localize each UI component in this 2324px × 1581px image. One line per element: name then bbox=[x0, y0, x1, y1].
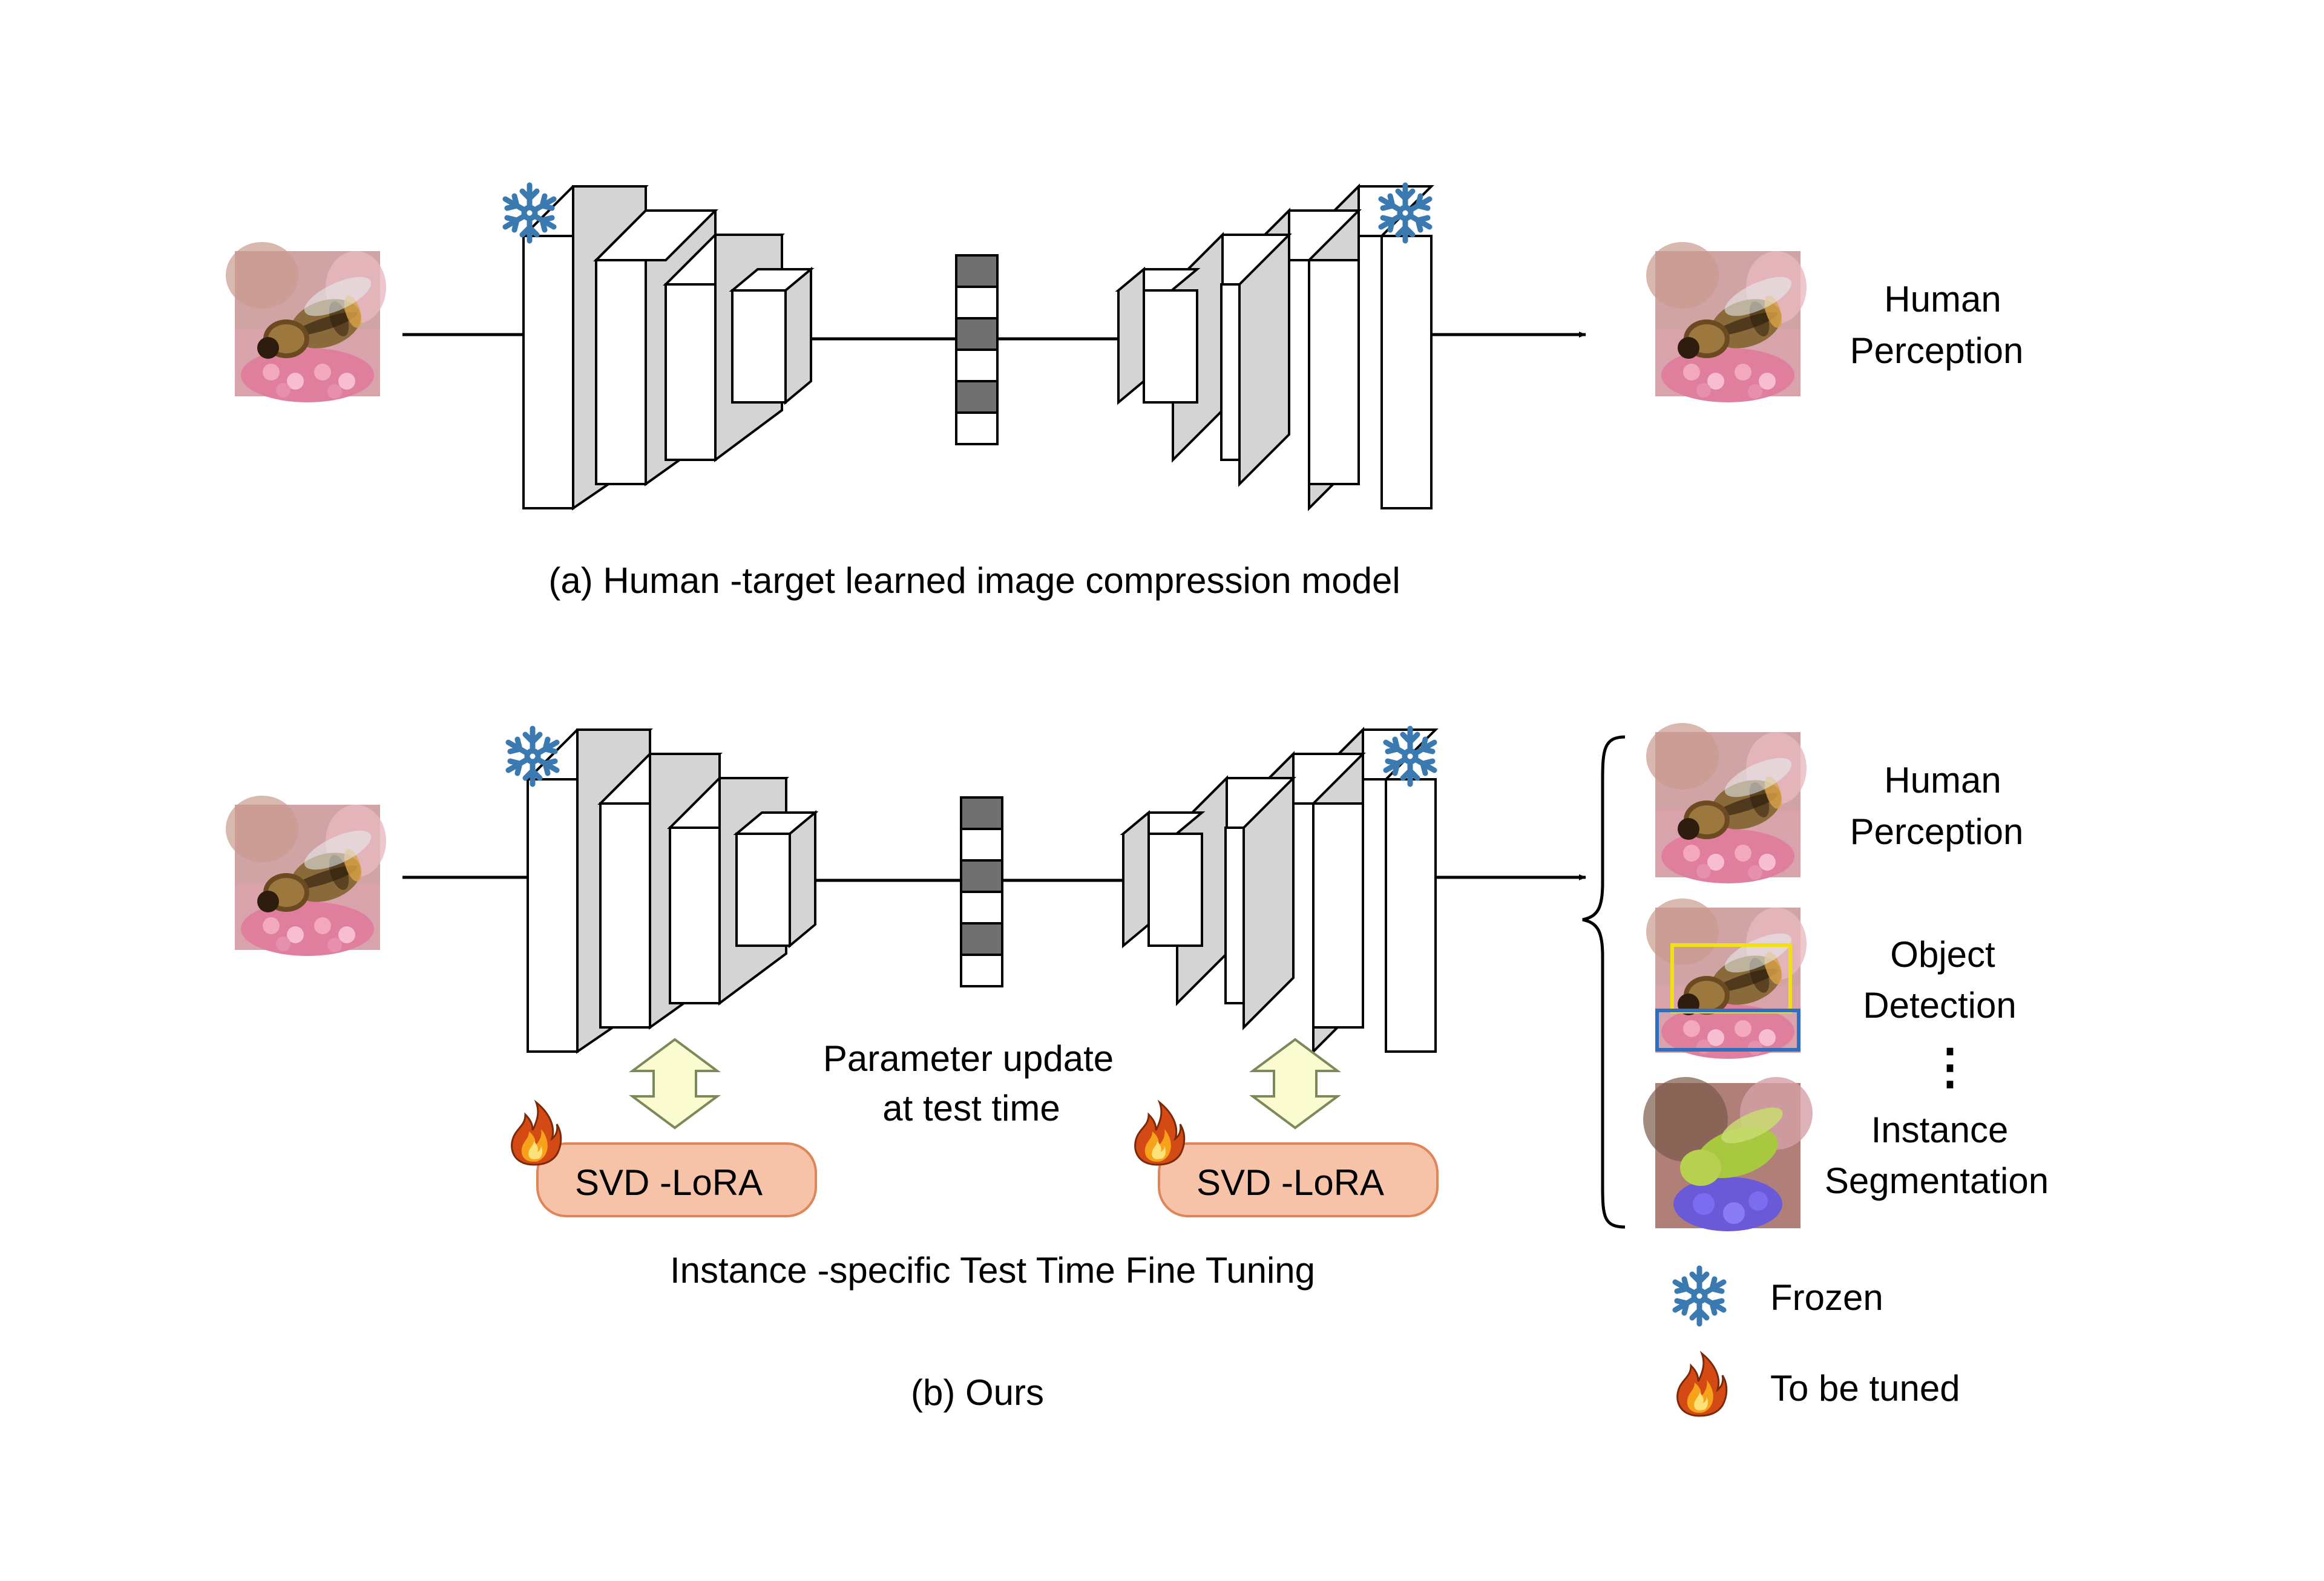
legend-tuned-label: To be tuned bbox=[1770, 1368, 1960, 1409]
encoder-block-4 bbox=[729, 266, 815, 405]
update-arrow-left bbox=[628, 1038, 721, 1130]
svd-lora-right-label: SVD -LoRA bbox=[1196, 1162, 1384, 1203]
legend-fire-icon bbox=[1676, 1352, 1728, 1417]
output-label-human-line1: Human bbox=[1884, 760, 2001, 800]
panel-b: Parameter update at test time SVD -LoRA … bbox=[226, 723, 2049, 1413]
output-image-human bbox=[1646, 723, 1807, 883]
output-image-detection bbox=[1646, 899, 1807, 1059]
latent-vector-b bbox=[960, 796, 1003, 987]
decoder-a bbox=[1115, 185, 1434, 511]
update-label-line2: at test time bbox=[882, 1088, 1060, 1128]
panel-a: Human Perception (a) Human -target learn… bbox=[226, 185, 2023, 601]
output-brace bbox=[1582, 735, 1626, 1229]
caption-a: (a) Human -target learned image compress… bbox=[548, 560, 1400, 601]
output-label-a-line1: Human bbox=[1884, 279, 2001, 319]
output-label-detection-line1: Object bbox=[1890, 934, 1995, 975]
output-label-segmentation-line2: Segmentation bbox=[1825, 1160, 2049, 1201]
caption-b: (b) Ours bbox=[911, 1372, 1044, 1413]
legend-snowflake-icon bbox=[1675, 1268, 1724, 1324]
encoder-block-4 bbox=[733, 810, 819, 949]
input-image-a bbox=[226, 242, 386, 402]
output-label-detection-line2: Detection bbox=[1863, 985, 2016, 1026]
decoder-b bbox=[1120, 728, 1439, 1055]
update-label-line1: Parameter update bbox=[823, 1038, 1114, 1079]
legend-frozen-label: Frozen bbox=[1770, 1277, 1883, 1318]
svd-lora-right: SVD -LoRA bbox=[1134, 1101, 1439, 1217]
encoder-a bbox=[505, 185, 815, 511]
output-label-human-line2: Perception bbox=[1850, 811, 2024, 852]
output-image-a bbox=[1646, 242, 1807, 402]
svd-lora-left: SVD -LoRA bbox=[511, 1101, 817, 1217]
decoder-block-1 bbox=[1120, 810, 1206, 949]
fire-icon bbox=[1134, 1101, 1186, 1166]
finetune-caption: Instance -specific Test Time Fine Tuning bbox=[670, 1250, 1315, 1291]
update-arrow-right bbox=[1249, 1038, 1342, 1130]
detection-box-flower bbox=[1655, 1009, 1800, 1052]
output-label-a-line2: Perception bbox=[1850, 330, 2024, 371]
output-image-segmentation bbox=[1643, 1077, 1813, 1231]
legend: Frozen To be tuned bbox=[1675, 1268, 1960, 1417]
encoder-b bbox=[508, 728, 819, 1054]
more-tasks-ellipsis: ⋮ bbox=[1926, 1039, 1974, 1093]
svd-lora-left-label: SVD -LoRA bbox=[575, 1162, 763, 1203]
input-image-b bbox=[226, 796, 386, 956]
output-label-segmentation-line1: Instance bbox=[1871, 1110, 2009, 1150]
decoder-block-1 bbox=[1115, 266, 1201, 405]
latent-vector-a bbox=[955, 254, 999, 445]
fire-icon bbox=[511, 1101, 562, 1166]
